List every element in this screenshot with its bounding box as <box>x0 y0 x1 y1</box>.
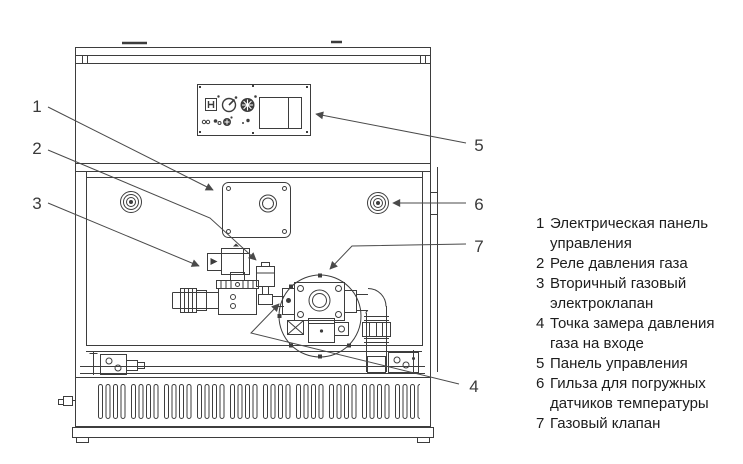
bracket-right <box>388 350 419 373</box>
louver-box <box>75 377 431 427</box>
leader-4 <box>250 303 460 385</box>
legend-item-text: Реле давления газа <box>550 255 688 272</box>
sensor-wells <box>120 191 389 214</box>
outlet-elbow-pipe <box>362 288 391 373</box>
secondary-solenoid-valve <box>207 243 259 315</box>
legend-item-text: Панель управления <box>550 355 688 372</box>
legend-item-number: 6 <box>536 375 545 392</box>
band-clip-left <box>82 55 88 64</box>
cabinet-top-band <box>75 55 430 64</box>
cable-gland <box>259 194 277 213</box>
gas-pressure-switch <box>256 262 275 305</box>
legend-item-text: Электрическая панель управления <box>550 215 709 252</box>
legend-item-7: 7 Газовый клапан <box>536 414 736 434</box>
leader-1 <box>47 106 214 191</box>
band-clip-right <box>420 55 426 64</box>
sensor-well-right <box>367 192 389 214</box>
louver-slots <box>98 384 420 420</box>
gas-valve <box>277 273 368 359</box>
legend-item-number: 5 <box>536 355 545 372</box>
foot-left <box>76 437 89 443</box>
solenoid-coil <box>221 248 250 275</box>
legend-item-1: 1 Электрическая панель управления <box>536 214 736 254</box>
callout-3: 3 <box>32 194 41 213</box>
legend-item-5: 5 Панель управления <box>536 354 736 374</box>
foot-right <box>417 437 430 443</box>
legend-item-2: 2 Реле давления газа <box>536 254 736 274</box>
leader-2 <box>47 149 257 261</box>
legend-item-text: Точка замера давления газа на входе <box>550 315 715 352</box>
sensor-well-left <box>120 191 142 213</box>
valve-side-box <box>334 322 349 336</box>
legend-item-number: 7 <box>536 415 545 432</box>
legend: 1 Электрическая панель управления 2 Реле… <box>536 214 736 434</box>
legend-item-text: Газовый клапан <box>550 415 661 432</box>
callout-1: 1 <box>32 97 41 116</box>
legend-item-4: 4 Точка замера давления газа на входе <box>536 314 736 354</box>
cabinet-outline <box>58 40 438 443</box>
callout-leaders <box>47 106 467 385</box>
leader-7 <box>329 243 467 270</box>
display-window <box>259 97 302 129</box>
power-switch-icon <box>205 95 220 111</box>
solenoid-connector <box>207 253 222 271</box>
thermostat-knob-icon <box>221 96 238 113</box>
legend-item-6: 6 Гильза для погружных датчиков температ… <box>536 374 736 414</box>
drain-cock <box>58 396 76 406</box>
legend-item-3: 3 Вторичный газовый электроклапан <box>536 274 736 314</box>
panel-pictograms <box>201 116 250 126</box>
control-panel <box>197 84 311 136</box>
valve-outlet-flange <box>344 290 357 313</box>
inlet-union <box>172 288 219 313</box>
legend-item-number: 1 <box>536 215 545 232</box>
callout-numbers: 1 2 3 4 5 6 7 <box>32 97 483 396</box>
legend-item-number: 2 <box>536 255 545 272</box>
callout-6: 6 <box>474 195 483 214</box>
base-strip <box>72 427 434 438</box>
boiler-diagram: 1 2 3 4 5 6 7 <box>32 40 484 443</box>
valve-flange-plate <box>294 282 345 321</box>
leader-5 <box>315 111 467 144</box>
valve-inlet-flange <box>282 288 295 315</box>
valve-label-plate <box>287 320 304 335</box>
legend-item-number: 3 <box>536 275 545 292</box>
callout-7: 7 <box>474 237 483 256</box>
bracket-left <box>89 352 145 375</box>
callout-2: 2 <box>32 139 41 158</box>
gas-train <box>89 243 419 375</box>
cabinet-mid-seam <box>75 163 430 172</box>
leader-3 <box>47 202 200 267</box>
callout-4: 4 <box>469 377 478 396</box>
valve-rim-bolts <box>277 273 351 359</box>
legend-item-number: 4 <box>536 315 545 332</box>
cabinet-top-ticks <box>122 40 342 45</box>
inner-panel <box>86 171 423 346</box>
legend-item-text: Вторичный газовый электроклапан <box>550 275 687 312</box>
pressure-test-point <box>286 298 291 303</box>
selector-dial-icon <box>240 95 257 112</box>
panel-corner-screws <box>199 85 308 134</box>
callout-5: 5 <box>474 136 483 155</box>
legend-item-text: Гильза для погружных датчиков температур… <box>550 375 709 412</box>
electrical-panel-box <box>222 182 291 238</box>
